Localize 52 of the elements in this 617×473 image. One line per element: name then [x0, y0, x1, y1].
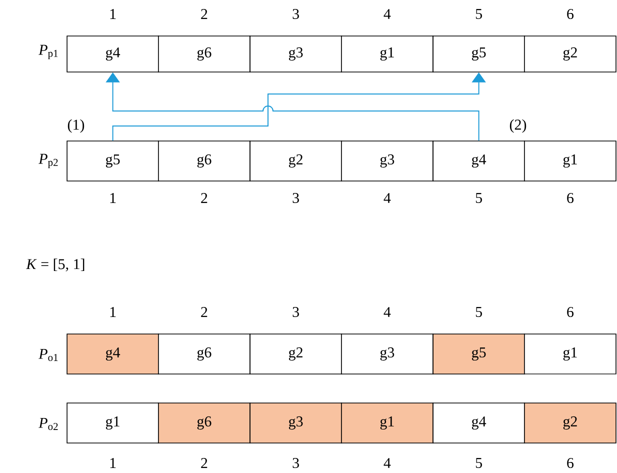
gene-cell: g2 [524, 36, 616, 72]
gene-cell: g2 [250, 334, 342, 374]
gene-cell: g1 [524, 334, 616, 374]
gene-cell: g3 [341, 334, 434, 374]
column-number: 2 [201, 9, 208, 19]
column-number: 1 [110, 193, 116, 203]
gene-cell: g6 [158, 334, 250, 374]
column-number: 5 [476, 307, 482, 317]
gene-cell: g1 [341, 402, 434, 444]
column-number: 1 [110, 458, 116, 468]
gene-cell: g4 [432, 402, 525, 444]
column-number: 6 [567, 306, 574, 318]
gene-cell: g4 [66, 36, 159, 72]
column-number: 4 [384, 307, 391, 317]
column-number: 6 [567, 8, 574, 20]
column-number: 3 [292, 306, 299, 318]
gene-cell: g3 [250, 402, 342, 444]
column-number: 4 [384, 193, 391, 203]
step-label: (2) [510, 119, 526, 133]
gene-cell: g1 [66, 402, 159, 444]
gene-cell: g4 [66, 334, 159, 374]
gene-cell: g2 [524, 402, 616, 444]
column-number: 2 [201, 458, 208, 468]
column-number: 3 [292, 8, 299, 20]
gene-cell: g6 [158, 36, 250, 72]
row-label: P$_{o2}$ [38, 418, 58, 430]
column-number: 2 [201, 307, 208, 317]
gene-cell: g6 [158, 402, 250, 444]
gene-cell: g5 [432, 334, 525, 374]
column-number: 5 [476, 193, 482, 203]
formula-text: K = [5, 1] [26, 258, 84, 272]
gene-cell: g3 [250, 36, 342, 72]
column-number: 3 [292, 458, 299, 468]
gene-cell: g1 [341, 36, 434, 72]
column-number: 4 [384, 458, 391, 468]
gene-cell: g5 [66, 140, 159, 182]
gene-cell: g6 [158, 140, 250, 182]
column-number: 5 [476, 9, 482, 19]
gene-cell: g4 [432, 140, 525, 182]
gene-cell: g2 [250, 140, 342, 182]
column-number: 4 [384, 9, 391, 19]
gene-cell: g3 [341, 140, 434, 182]
gene-cell: g5 [432, 36, 525, 72]
column-number: 1 [110, 307, 116, 317]
gene-cell: g1 [524, 140, 616, 182]
column-number: 2 [201, 193, 208, 203]
column-number: 6 [567, 458, 574, 468]
row-label: P$_{o1}$ [38, 348, 58, 362]
column-number: 6 [567, 192, 574, 204]
column-number: 3 [292, 192, 299, 204]
column-number: 1 [110, 9, 116, 19]
column-number: 5 [476, 458, 482, 468]
